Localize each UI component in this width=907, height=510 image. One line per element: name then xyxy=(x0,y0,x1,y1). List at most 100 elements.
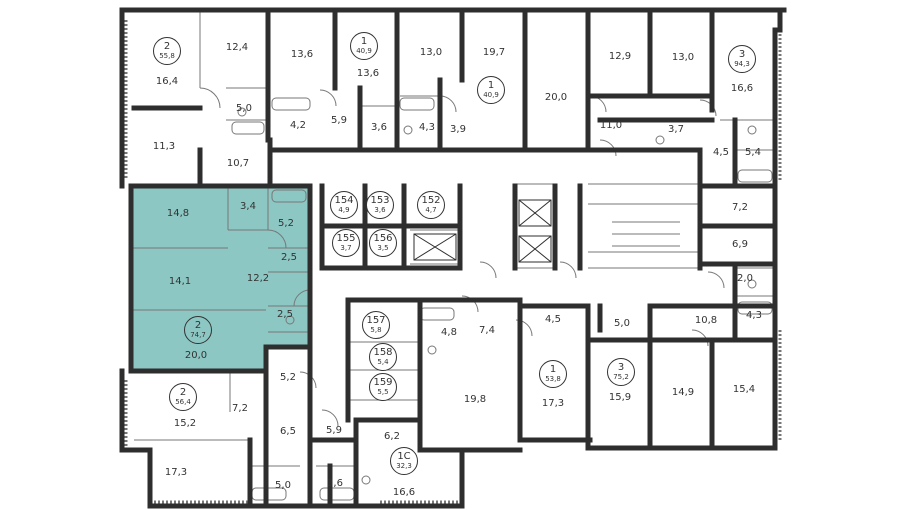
room-area-label: 14,8 xyxy=(166,208,190,219)
badge-area: 40,9 xyxy=(483,91,499,99)
badge-rooms: 1 xyxy=(360,36,368,47)
room-area-label: 5,2 xyxy=(278,218,294,229)
walls xyxy=(119,7,787,509)
room-area-label: 4,5 xyxy=(713,147,729,158)
room-area-label: 3,7 xyxy=(668,124,684,135)
room-area-label: 10,8 xyxy=(694,315,718,326)
room-area-label: 13,6 xyxy=(290,49,314,60)
badge-area: 56,4 xyxy=(175,398,191,406)
room-area-label: 12,4 xyxy=(225,42,249,53)
badge-area: 40,9 xyxy=(356,47,372,55)
room-area-label: 4,8 xyxy=(441,327,457,338)
badge-area: 5,4 xyxy=(377,358,389,366)
room-area-label: 12,9 xyxy=(608,51,632,62)
room-area-label: 2,0 xyxy=(737,273,753,284)
room-area-label: 20,0 xyxy=(184,350,208,361)
room-area-label: 4,2 xyxy=(290,120,306,131)
room-area-label: 17,3 xyxy=(541,398,565,409)
room-area-label: 10,7 xyxy=(226,158,250,169)
badge-area: 4,7 xyxy=(425,206,437,214)
badge-area: 3,7 xyxy=(340,244,352,252)
badge-rooms: 157 xyxy=(366,315,386,326)
badge-rooms: 155 xyxy=(336,233,356,244)
badge-area: 53,8 xyxy=(545,375,561,383)
room-area-label: 3,4 xyxy=(240,201,256,212)
interior-partitions xyxy=(131,10,775,467)
room-area-label: 17,3 xyxy=(164,467,188,478)
badge-area: 75,2 xyxy=(613,373,629,381)
room-area-label: 16,6 xyxy=(730,83,754,94)
room-area-label: 14,9 xyxy=(671,387,695,398)
badge-rooms: 159 xyxy=(373,377,393,388)
badge-area: 74,7 xyxy=(190,331,206,339)
room-area-label: 7,2 xyxy=(732,202,748,213)
room-area-label: 19,7 xyxy=(482,47,506,58)
room-area-label: 5,0 xyxy=(275,480,291,491)
room-area-label: 13,0 xyxy=(419,47,443,58)
badge-area: 94,3 xyxy=(734,60,750,68)
room-area-label: 3,9 xyxy=(450,124,466,135)
badge-rooms: 3 xyxy=(617,362,625,373)
badge-rooms: 2 xyxy=(179,387,187,398)
badge-rooms: 1 xyxy=(487,80,495,91)
room-area-label: 14,1 xyxy=(168,276,192,287)
room-area-label: 20,0 xyxy=(544,92,568,103)
room-area-label: 5,9 xyxy=(331,115,347,126)
room-area-label: 15,4 xyxy=(732,384,756,395)
room-area-label: 3,6 xyxy=(371,122,387,133)
room-area-label: 12,2 xyxy=(246,273,270,284)
selected-apartment[interactable] xyxy=(130,185,311,372)
badge-rooms: 152 xyxy=(421,195,441,206)
badge-rooms: 2 xyxy=(163,41,171,52)
badge-rooms: 1С xyxy=(397,451,411,462)
room-area-label: 4,3 xyxy=(419,122,435,133)
badge-rooms: 2 xyxy=(194,320,202,331)
badge-rooms: 153 xyxy=(370,195,390,206)
room-area-label: 7,2 xyxy=(232,403,248,414)
badge-area: 5,8 xyxy=(370,326,382,334)
room-area-label: 16,6 xyxy=(392,487,416,498)
badge-rooms: 1 xyxy=(549,364,557,375)
room-area-label: 11,0 xyxy=(599,120,623,131)
room-area-label: 19,8 xyxy=(463,394,487,405)
elevator-shafts xyxy=(413,199,552,263)
badge-area: 32,3 xyxy=(396,462,412,470)
badge-rooms: 154 xyxy=(334,195,354,206)
badge-area: 55,8 xyxy=(159,52,175,60)
room-area-label: 6,9 xyxy=(732,239,748,250)
room-area-label: 15,9 xyxy=(608,392,632,403)
room-area-label: 6,5 xyxy=(280,426,296,437)
room-area-label: 11,3 xyxy=(152,141,176,152)
badge-area: 3,6 xyxy=(374,206,386,214)
room-area-label: 5,0 xyxy=(236,103,252,114)
room-area-label: 6,2 xyxy=(384,431,400,442)
room-area-label: 13,0 xyxy=(671,52,695,63)
room-area-label: 5,4 xyxy=(745,147,761,158)
windows xyxy=(124,20,782,504)
badge-rooms: 156 xyxy=(373,233,393,244)
room-area-label: 4,3 xyxy=(746,310,762,321)
bathroom-fixtures xyxy=(231,97,773,501)
room-area-label: 5,2 xyxy=(280,372,296,383)
room-area-label: 16,4 xyxy=(155,76,179,87)
badge-area: 3,5 xyxy=(377,244,389,252)
room-area-label: 2,5 xyxy=(277,309,293,320)
